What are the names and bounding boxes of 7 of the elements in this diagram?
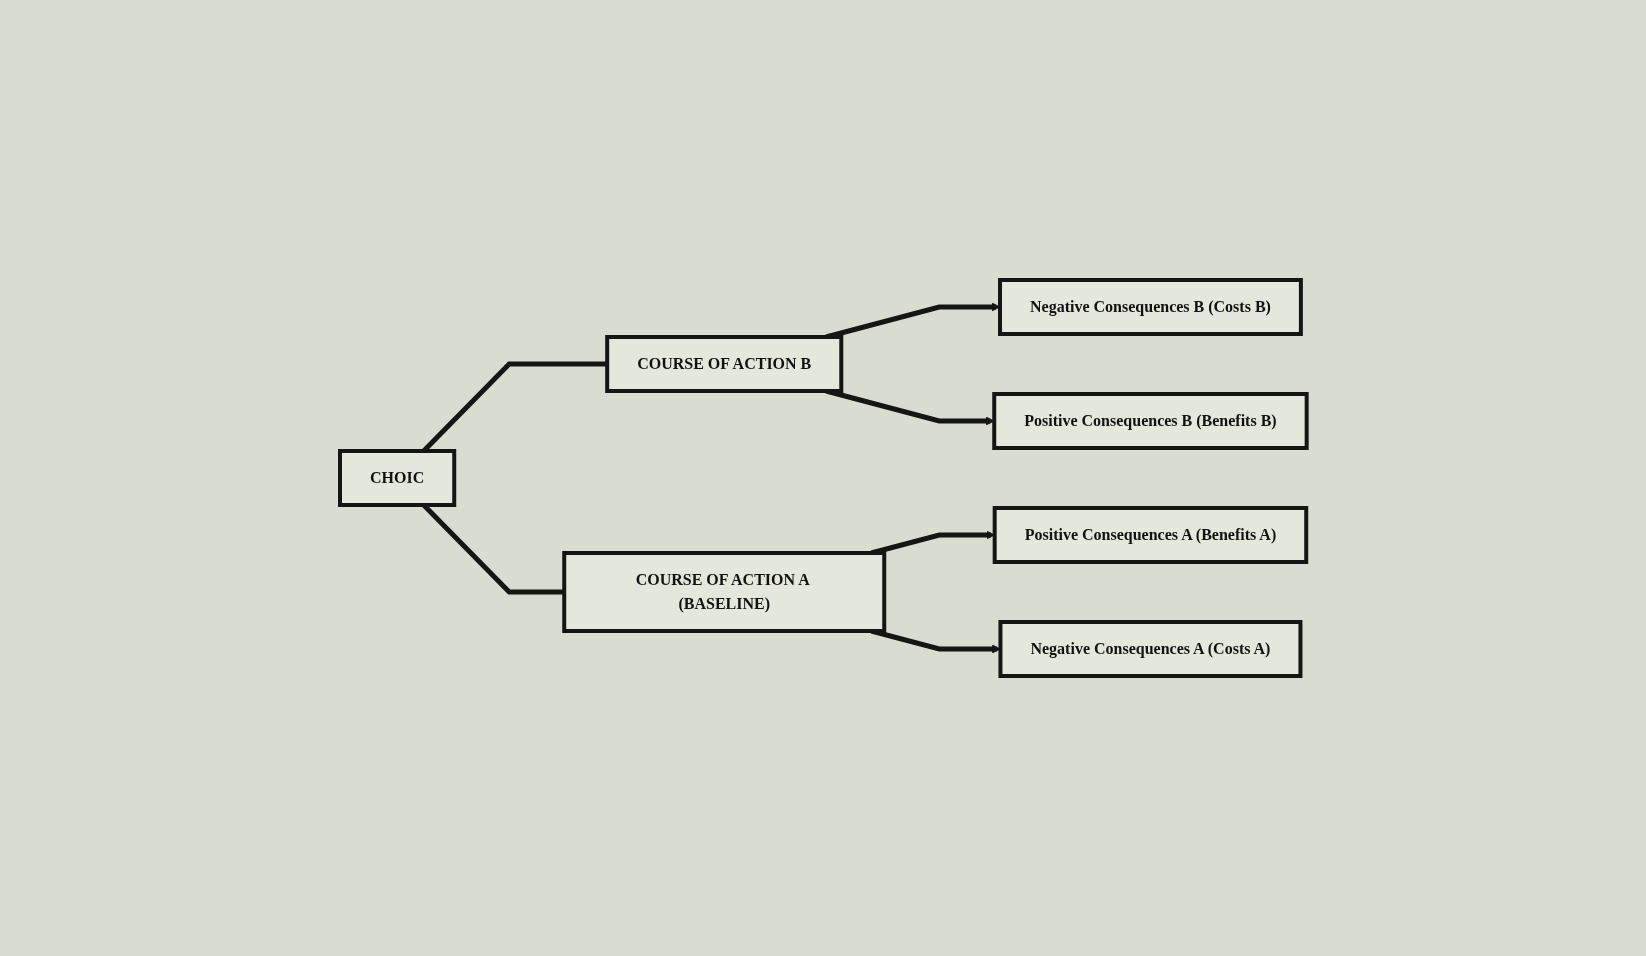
node-box: COURSE OF ACTION B <box>604 335 843 393</box>
node-box: Positive Consequences A (Benefits A) <box>992 506 1308 564</box>
node-box: CHOIC <box>337 449 456 507</box>
node-box: Negative Consequences A (Costs A) <box>998 620 1303 678</box>
node-box: COURSE OF ACTION A (BASELINE) <box>561 551 886 633</box>
node-box: Positive Consequences B (Benefits B) <box>991 392 1309 450</box>
node-box: Negative Consequences B (Costs B) <box>997 278 1303 336</box>
